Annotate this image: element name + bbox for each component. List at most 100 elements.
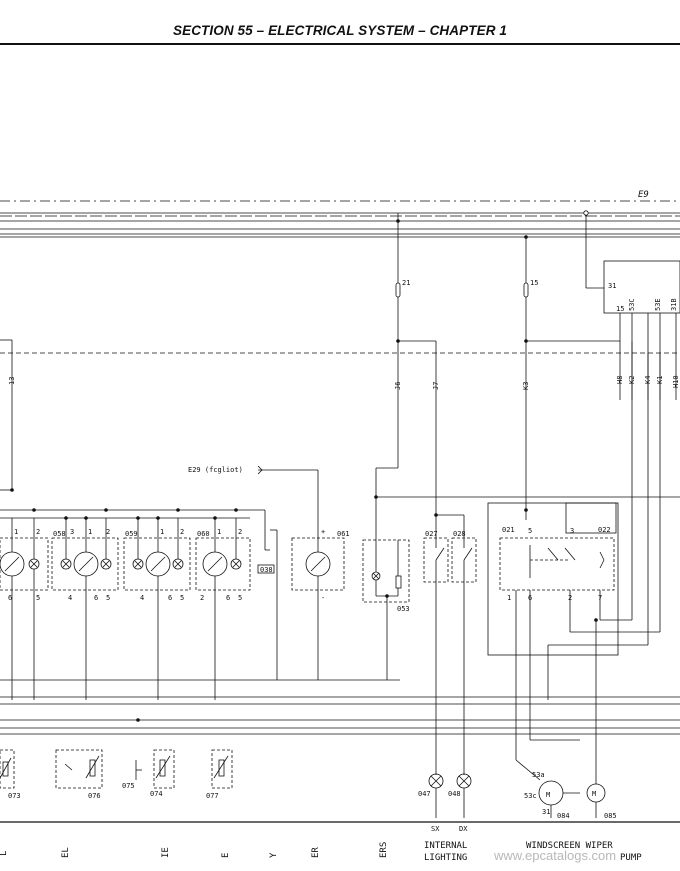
sensor-075 [135, 760, 142, 780]
wire-label-k2: K2 [628, 376, 636, 384]
block-053: 053 [397, 605, 410, 613]
pin-2a: 2 [36, 528, 40, 536]
block-028: 028 [453, 530, 466, 538]
pin-4b: 4 [68, 594, 72, 602]
module-pin-15: 15 [616, 305, 624, 313]
sensor-076 [55, 749, 103, 789]
gauge-block-1 [0, 518, 49, 700]
header-rule [0, 43, 680, 45]
wire-label-k4: K4 [644, 376, 652, 384]
lamp-048-label: 048 [448, 790, 461, 798]
control-module [585, 213, 680, 400]
sensor-077 [211, 749, 233, 789]
lamp-dx: DX [459, 825, 468, 833]
section-title: SECTION 55 – ELECTRICAL SYSTEM – CHAPTER… [172, 23, 507, 38]
bottom-lighting: LIGHTING [424, 853, 467, 863]
pin-1a: 1 [14, 528, 18, 536]
wire-label-j6: J6 [394, 382, 402, 390]
motor-084-label: 084 [557, 812, 570, 820]
bottom-v2: EL [61, 847, 71, 858]
bottom-v5: Y [269, 852, 279, 858]
signal-e29: E29 (fcgliot) [188, 466, 243, 474]
block-053 [362, 539, 410, 680]
pin-minus: - [321, 594, 325, 602]
fuse-15: 15 [530, 279, 538, 287]
block-038: 038 [260, 566, 273, 574]
wire-label-k3: K3 [522, 382, 530, 390]
pump-m: M [592, 790, 596, 798]
pin-3w: 3 [570, 527, 574, 535]
washer-pump [586, 620, 606, 818]
connector-038 [257, 564, 275, 574]
pin-4c: 4 [140, 594, 144, 602]
wire-label-13: 13 [8, 377, 16, 385]
pin-5c: 5 [180, 594, 184, 602]
wire-k3 [523, 237, 620, 520]
block-058: 058 [53, 530, 66, 538]
pin-1w: 1 [507, 594, 511, 602]
switch-block-027-028 [423, 514, 477, 818]
pin-6d: 6 [226, 594, 230, 602]
pin-5d: 5 [238, 594, 242, 602]
motor-m: M [546, 791, 550, 799]
wiper-control-021-022 [487, 341, 661, 781]
lamp-sx: SX [431, 825, 440, 833]
sensor-074-label: 074 [150, 790, 163, 798]
gauge-block-061 [258, 469, 345, 680]
pin-5w: 5 [528, 527, 532, 535]
e29-arrow [257, 465, 263, 475]
pin-6c: 6 [168, 594, 172, 602]
block-061: 061 [337, 530, 350, 538]
bottom-pump: PUMP [620, 853, 642, 863]
pin-1c: 1 [160, 528, 164, 536]
page-header: SECTION 55 – ELECTRICAL SYSTEM – CHAPTER… [0, 0, 680, 45]
pin-6w: 6 [528, 594, 532, 602]
watermark: www.epcatalogs.com [493, 848, 616, 863]
labels: E9 E29 (fcgliot) 13 J6 J7 K3 H8 K2 K4 K1… [0, 190, 680, 863]
bottom-v3: IE [161, 847, 171, 858]
pin-6b: 6 [94, 594, 98, 602]
module-pin-31: 31 [608, 282, 616, 290]
wire-label-k1: K1 [656, 376, 664, 384]
sensor-073-label: 073 [8, 792, 21, 800]
sensor-074 [153, 749, 175, 789]
gauge-block-060 [195, 518, 251, 700]
motor-53c: 53c [524, 792, 537, 800]
fuse-21: 21 [402, 279, 410, 287]
bottom-v4: E [221, 853, 231, 858]
pin-5a: 5 [36, 594, 40, 602]
block-021: 021 [502, 526, 515, 534]
block-027: 027 [425, 530, 438, 538]
pin-5b: 5 [106, 594, 110, 602]
pin-2w: 2 [568, 594, 572, 602]
lower-bus [0, 679, 680, 735]
wire-label-h10: H10 [672, 375, 680, 388]
bottom-v6: ER [311, 847, 321, 858]
sheet-ref: E9 [638, 190, 649, 200]
sensor-073 [0, 749, 15, 789]
wire-j6 [375, 213, 680, 540]
pin-2c: 2 [180, 528, 184, 536]
pin-1d: 1 [217, 528, 221, 536]
sensor-076-label: 076 [88, 792, 101, 800]
pin-6a: 6 [8, 594, 12, 602]
bottom-v7: ERS [379, 842, 389, 858]
pin-plus: + [321, 528, 325, 536]
gauge-block-059 [123, 518, 191, 700]
wire-label-j7: J7 [432, 382, 440, 390]
gauge-block-058 [51, 518, 119, 700]
pin-1b: 1 [88, 528, 92, 536]
bottom-wiper: WINDSCREEN WIPER [526, 841, 613, 851]
pin-2b: 2 [106, 528, 110, 536]
wiper-motor [538, 780, 580, 818]
top-bus [0, 200, 680, 238]
junction-dots [10, 210, 598, 722]
pin-7w: 7 [598, 594, 602, 602]
module-pin-31b: 31B [670, 298, 678, 311]
wire-label-h8: H8 [616, 376, 624, 384]
module-pin-53c: 53C [628, 298, 636, 311]
pin-3a: 3 [70, 528, 74, 536]
block-059: 059 [125, 530, 138, 538]
module-pin-53e: 53E [654, 298, 662, 311]
